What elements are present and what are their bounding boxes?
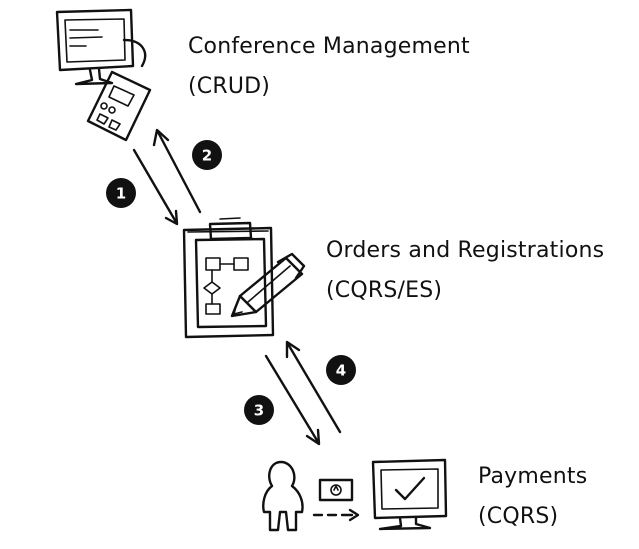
arrow-1 <box>132 148 179 226</box>
dashed-arrow <box>312 508 360 522</box>
svg-text:1: 1 <box>116 185 126 203</box>
monitor-icon <box>55 8 147 86</box>
arrow-4 <box>285 340 342 434</box>
conference-title: Conference Management <box>188 34 470 59</box>
clipboard-icon <box>182 217 275 339</box>
tablet-icon <box>86 70 152 142</box>
arrow-2 <box>152 128 202 214</box>
payment-card-icon <box>318 478 354 502</box>
orders-title: Orders and Registrations <box>326 238 605 263</box>
step-badge-2: 2 <box>192 140 222 170</box>
arrow-3 <box>264 354 321 446</box>
step-badge-3: 3 <box>244 395 274 425</box>
pencil-icon <box>230 252 306 318</box>
svg-text:3: 3 <box>254 402 264 420</box>
person-icon <box>262 460 304 532</box>
step-badge-1: 1 <box>106 178 136 208</box>
monitor-check-icon <box>371 458 448 531</box>
payments-title: Payments <box>478 464 588 489</box>
payments-subtitle: (CQRS) <box>478 504 559 529</box>
orders-subtitle: (CQRS/ES) <box>326 278 443 303</box>
conference-subtitle: (CRUD) <box>188 74 271 99</box>
svg-text:4: 4 <box>336 362 346 380</box>
svg-text:2: 2 <box>202 147 212 165</box>
step-badge-4: 4 <box>326 355 356 385</box>
